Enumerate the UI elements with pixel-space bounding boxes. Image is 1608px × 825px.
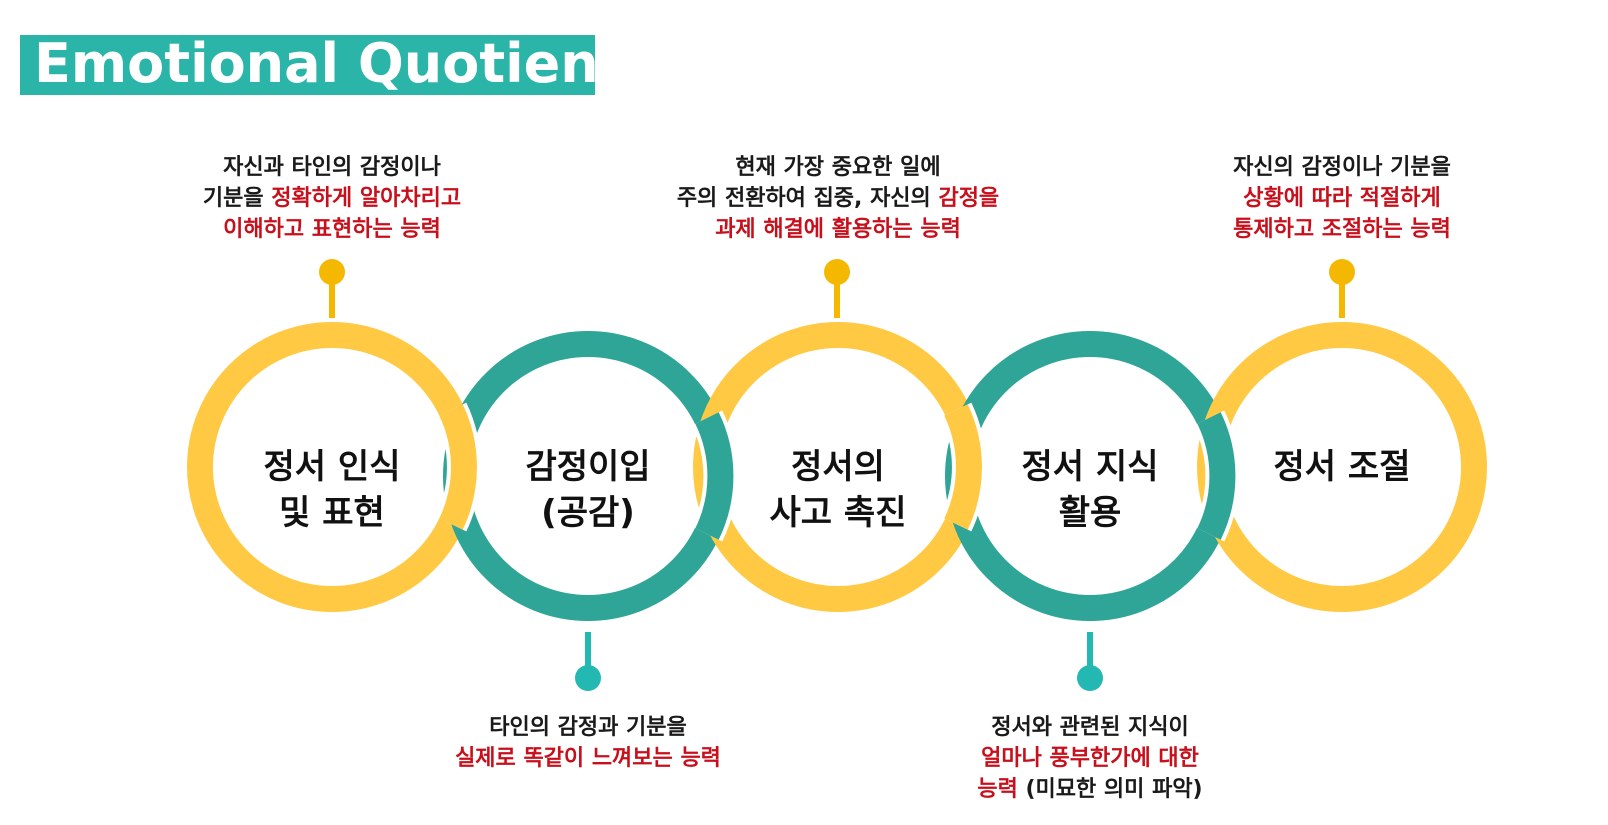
stage-label: 정서의 사고 촉진 [738, 444, 938, 536]
stage-label: 정서 조절 [1242, 444, 1442, 490]
page-title: Emotional Quotient [34, 32, 625, 95]
marker-dot [1077, 665, 1103, 691]
stage-description: 타인의 감정과 기분을 실제로 똑같이 느껴보는 능력 [455, 715, 721, 771]
stage-description: 현재 가장 중요한 일에 주의 전환하여 집중, 자신의 감정을 과제 해결에 … [676, 155, 1000, 242]
stage-description: 자신의 감정이나 기분을 상황에 따라 적절하게 통제하고 조절하는 능력 [1233, 155, 1451, 242]
marker-dot [575, 665, 601, 691]
stage-label: 감정이입 (공감) [488, 444, 688, 536]
stage-label-line: (공감) [541, 493, 635, 533]
stage-description: 자신과 타인의 감정이나 기분을 정확하게 알아차리고 이해하고 표현하는 능력 [202, 155, 462, 242]
stage-label-line: 정서 지식 [1021, 447, 1159, 487]
stage-label-line: 정서 조절 [1273, 447, 1411, 487]
marker-dot [824, 259, 850, 285]
stage-label-line: 및 표현 [279, 493, 385, 533]
stage-description: 정서와 관련된 지식이 얼마나 풍부한가에 대한 능력 (미묘한 의미 파악) [977, 715, 1203, 802]
marker-dot [319, 259, 345, 285]
stage-label-line: 정서의 [791, 447, 885, 487]
title-banner: Emotional Quotient [20, 33, 625, 95]
stage-label-line: 사고 촉진 [769, 493, 907, 533]
stage-label-line: 감정이입 [525, 447, 651, 487]
stage-label: 정서 인식 및 표현 [232, 444, 432, 536]
stage-label: 정서 지식 활용 [990, 444, 1190, 536]
marker-dot [1329, 259, 1355, 285]
stage-label-line: 정서 인식 [263, 447, 401, 487]
stage-label-line: 활용 [1058, 493, 1122, 533]
